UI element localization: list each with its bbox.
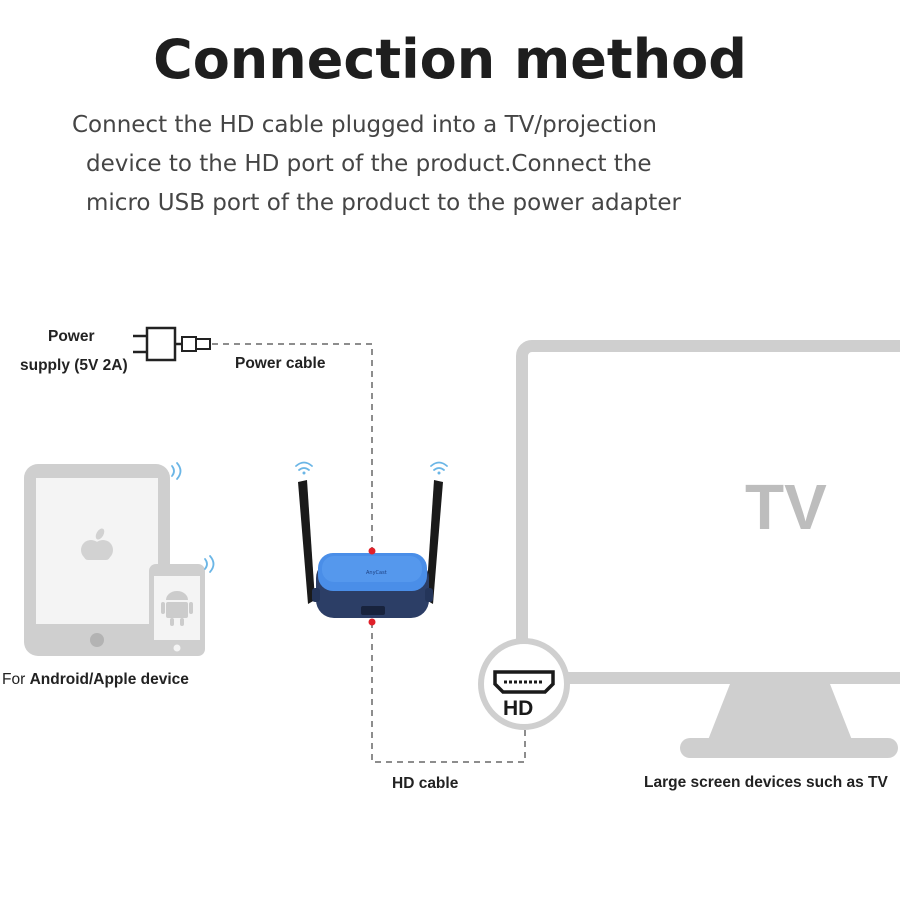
description-line-1: Connect the HD cable plugged into a TV/p… (72, 112, 657, 138)
dongle-wifi-right-icon (430, 461, 448, 475)
hd-port-icon (478, 638, 570, 730)
tv-label: TV (745, 471, 827, 543)
hd-port-label: HD (503, 697, 534, 720)
android-logo-icon (161, 591, 193, 626)
large-screen-label: Large screen devices such as TV (644, 774, 888, 791)
description-line-2: device to the HD port of the product.Con… (86, 151, 652, 177)
tv-icon (516, 340, 900, 758)
power-supply-label-line2: supply (5V 2A) (20, 357, 128, 374)
device-label-prefix: For (2, 671, 30, 688)
device-label: For Android/Apple device (2, 671, 189, 689)
phone-icon (149, 564, 205, 656)
tablet-wifi-icon (171, 462, 182, 480)
dongle-wifi-left-icon (295, 461, 313, 475)
device-label-text: Android/Apple device (29, 671, 189, 688)
apple-logo-icon (81, 528, 113, 560)
hd-cable-label: HD cable (392, 775, 459, 792)
phone-wifi-icon (204, 555, 215, 573)
power-supply-label-line1: Power (48, 328, 95, 345)
svg-text:AnyCast: AnyCast (366, 570, 387, 576)
page-title: Connection method (153, 28, 747, 91)
tablet-icon (24, 464, 170, 656)
power-cable-label: Power cable (235, 355, 326, 372)
hd-cable-line (371, 622, 526, 763)
wireless-dongle-icon: AnyCast (298, 480, 443, 626)
description-line-3: micro USB port of the product to the pow… (86, 190, 681, 216)
power-plug-icon (133, 326, 211, 362)
power-cable-line (212, 343, 373, 552)
